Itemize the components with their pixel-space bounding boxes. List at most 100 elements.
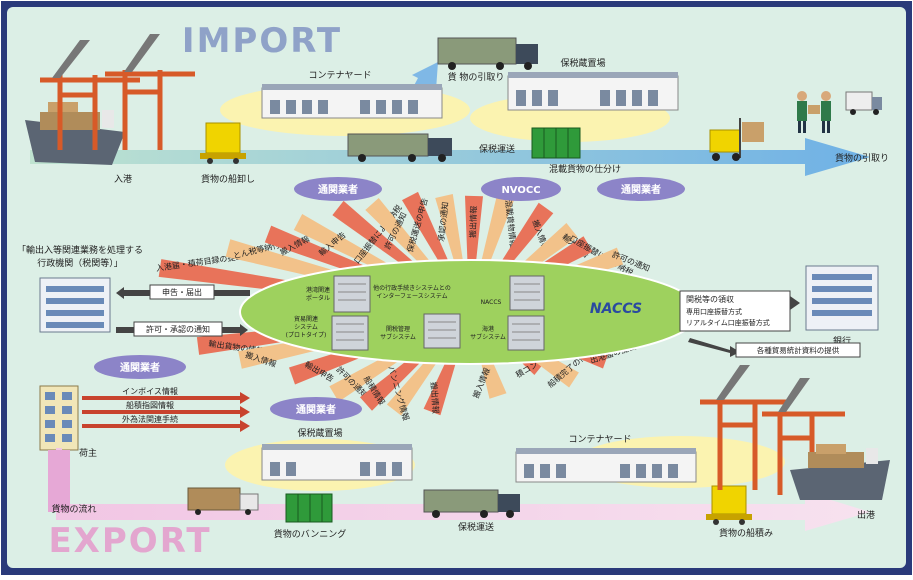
agency-building	[39, 277, 111, 333]
interface-label-2: インターフェースシステム	[376, 292, 447, 300]
sea-sub-label-2: サブシステム	[470, 333, 506, 341]
port-portal-label-1: 港湾関連	[306, 286, 330, 294]
bank-info-box	[679, 290, 791, 332]
forklift	[709, 118, 764, 161]
export-bonded-building	[261, 444, 413, 481]
upper-ray	[365, 198, 439, 277]
server-sea-sub	[507, 315, 545, 351]
vanning-container	[285, 493, 333, 523]
customs-sub-label-1: 関税管理	[386, 325, 410, 333]
cargo-flow-label: 貨物の流れ	[51, 503, 96, 515]
trade-system-label-1: 貿易関連	[294, 315, 318, 323]
interface-label-1: 他の行政手続きシステムとの	[373, 284, 451, 292]
declare-box	[149, 284, 215, 300]
customs-broker-label-3: 通関業者	[120, 361, 160, 374]
export-crane-booms	[716, 365, 810, 412]
upper-ray-label: 承認の通知	[436, 201, 450, 242]
import-flow-arrow	[30, 138, 870, 176]
bonded-transport-truck	[347, 133, 452, 162]
upper-ray	[435, 194, 465, 273]
sea-sub-label-1: 海港	[482, 325, 494, 333]
permit-box	[133, 321, 223, 337]
permit-label: 許可・承認の通知	[146, 324, 210, 334]
nvocc-bubble: NVOCC	[481, 177, 561, 201]
bank-collect-label: 関税等の領収	[686, 294, 734, 304]
unloading-label: 貨物の船卸し	[201, 173, 255, 185]
container-yard-label: コンテナヤード	[308, 70, 371, 81]
naccs-small-label: NACCS	[481, 299, 502, 306]
import-ship	[25, 102, 125, 165]
trade-system-label-3: (プロトタイプ)	[286, 331, 327, 339]
declare-label: 申告・届出	[162, 287, 202, 297]
bonded-transport-label: 保税運送	[479, 143, 515, 155]
naccs-logo: NACCS	[590, 301, 642, 317]
export-truck-small	[187, 487, 259, 515]
customs-broker-bubble-3: 通関業者	[94, 355, 186, 379]
vanning-label: 貨物のバンニング	[274, 528, 346, 540]
loading-cart	[706, 485, 752, 525]
delivery-truck	[845, 91, 882, 115]
stats-arrow	[688, 338, 740, 357]
server-naccs	[509, 275, 545, 311]
customs-broker-label-1: 通関業者	[318, 183, 358, 196]
pickup-truck-top	[437, 37, 538, 70]
customs-broker-bubble-2: 通関業者	[597, 177, 685, 201]
import-cranes	[40, 70, 195, 150]
port-in-label: 入港	[114, 173, 132, 185]
bank-method-2: リアルタイム口座振替方式	[686, 318, 770, 327]
stats-label: 各種貿易統計資料の提供	[757, 345, 840, 355]
loading-label: 貨物の船積み	[719, 527, 773, 539]
customs-broker-bubble-4: 通関業者	[270, 397, 362, 421]
trade-system-label-2: システム	[294, 324, 318, 331]
lower-ray-label: 搬出情報	[429, 381, 441, 414]
agency-title-2: 行政機関（税関等）」	[37, 257, 123, 269]
nvocc-label: NVOCC	[501, 185, 540, 196]
bonded-area-label: 保税蔵置場	[560, 57, 605, 69]
upper-ray	[479, 193, 515, 273]
agency-title-1: 「輸出入等関連業務を処理する	[17, 244, 143, 256]
devanning-container	[531, 127, 581, 159]
upper-ray	[332, 200, 426, 279]
export-transport-truck	[423, 489, 520, 518]
server-trade-system	[331, 315, 369, 351]
receivers-people	[797, 91, 831, 133]
crane-booms	[52, 34, 160, 78]
stats-box	[735, 342, 861, 358]
port-portal-label-2: ポータル	[306, 294, 330, 302]
bonded-area-building	[507, 72, 679, 111]
shipper-info-2: 船積指図情報	[126, 400, 174, 410]
bank-method-1: 専用口座振替方式	[686, 307, 742, 316]
export-title: EXPORT	[48, 521, 211, 561]
upper-ray	[493, 202, 554, 278]
customs-broker-bubble-1: 通関業者	[294, 177, 382, 201]
server-port-portal	[333, 275, 371, 313]
upper-ray	[465, 195, 483, 272]
cargo-pickup-top-label: 貨 物の引取り	[448, 71, 505, 83]
import-title: IMPORT	[182, 21, 342, 61]
export-transport-label: 保税運送	[458, 521, 494, 533]
unloading-cart	[200, 122, 246, 164]
export-ship	[790, 444, 890, 500]
export-flow-riser	[48, 450, 70, 512]
bank-building	[805, 265, 879, 331]
shipper-info-1: インボイス情報	[122, 386, 178, 396]
shipper-building	[39, 385, 79, 451]
export-yard-building	[515, 448, 697, 483]
export-bonded-label: 保税蔵置場	[297, 427, 342, 439]
port-out-label: 出港	[857, 509, 875, 521]
export-flow-arrow	[56, 448, 870, 531]
customs-sub-label-2: サブシステム	[380, 333, 416, 341]
shipper-info-arrows	[82, 392, 250, 432]
export-yard-label: コンテナヤード	[568, 434, 631, 445]
server-customs-sub	[423, 313, 461, 349]
cargo-pickup-right-label: 貨物の引取り	[835, 152, 889, 164]
upper-ray-label: 搬出情報	[467, 206, 478, 238]
upper-ray	[402, 191, 453, 274]
container-yard-building	[261, 84, 443, 119]
devanning-label: 混載貨物の仕分け	[549, 163, 621, 175]
shipper-info-3: 外為法関連手続	[122, 414, 178, 424]
shipper-label: 荷主	[79, 447, 97, 459]
customs-broker-label-2: 通関業者	[621, 183, 661, 196]
